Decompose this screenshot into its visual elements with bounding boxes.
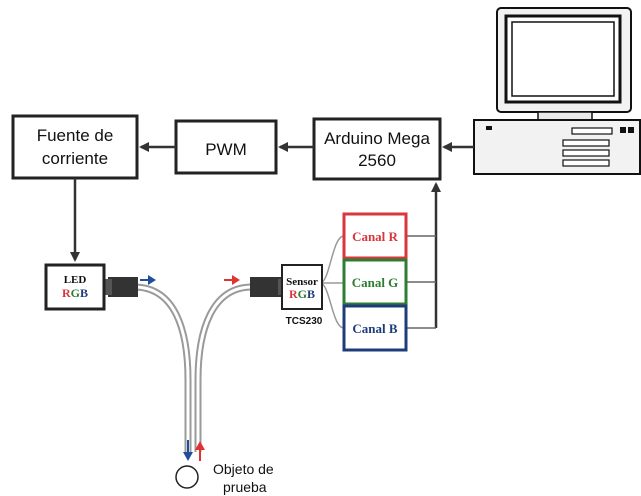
object-label-line2: prueba [223,479,267,495]
arduino-label-line1: Arduino Mega [324,129,430,148]
fuente-block: Fuente de corriente [11,114,139,180]
fiber-end-arrows [183,440,205,461]
canal-r-box [342,212,408,260]
sensor-rgb-r: R [289,287,298,301]
led-rgb-g: G [71,286,80,300]
connector-arrows [70,142,474,328]
led-module: LED RGB [44,263,156,311]
led-rgb-r: R [62,286,71,300]
led-output-arrow [140,275,156,285]
optical-fiber [133,283,253,452]
sensor-rgb-label: RGB [289,287,315,301]
channel-boxes: Canal R Canal G Canal B [319,212,436,352]
sensor-model: TCS230 [286,316,323,327]
test-object: Objeto de prueba [175,461,274,495]
pwm-block: PWM [174,119,278,175]
sensor-module: Sensor RGB TCS230 [224,264,323,327]
led-rgb-b: B [80,286,88,300]
sensor-title: Sensor [286,276,318,288]
computer-icon [473,7,641,175]
canal-g-box [342,258,408,306]
arduino-label-line2: 2560 [358,151,396,170]
led-title: LED [64,274,87,286]
canal-g-label: Canal G [352,275,399,290]
pwm-label: PWM [205,140,247,159]
sensor-rgb-b: B [307,287,315,301]
led-rgb-label: RGB [62,286,88,300]
canal-r-label: Canal R [352,229,398,244]
canal-b-box [342,304,408,352]
sensor-rgb-g: G [298,287,307,301]
sensor-input-arrow [224,275,240,285]
canal-b-label: Canal B [352,321,397,336]
object-label-line1: Objeto de [213,461,274,477]
down-arrow-blue [183,440,193,461]
arduino-block: Arduino Mega 2560 [312,117,442,181]
up-arrow-red [195,441,205,461]
fuente-label-line1: Fuente de [37,126,114,145]
fuente-label-line2: corriente [42,149,108,168]
